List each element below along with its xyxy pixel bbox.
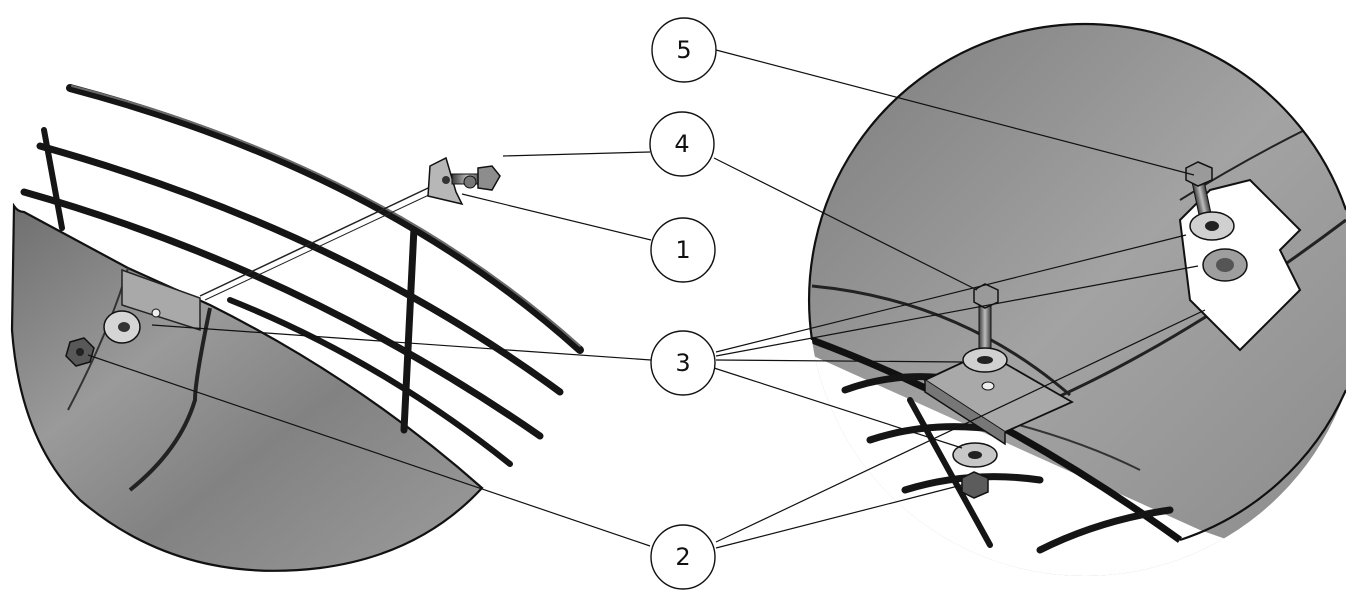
callout-1-label: 1 xyxy=(675,236,690,264)
callout-2: 2 xyxy=(650,524,716,590)
right-plate-bolt xyxy=(962,283,1008,373)
leader-lines xyxy=(87,49,1206,549)
callout-3: 3 xyxy=(650,330,716,396)
right-detail-view xyxy=(807,22,1346,576)
callout-2-label: 2 xyxy=(675,543,690,571)
right-under-hardware xyxy=(952,442,998,499)
left-rail-1 xyxy=(66,84,584,354)
callout-5-label: 5 xyxy=(676,36,691,64)
callout-4: 4 xyxy=(649,111,715,177)
angle-bracket xyxy=(427,156,501,206)
left-bracket-plate xyxy=(121,268,201,332)
right-top-bolt xyxy=(1185,161,1248,282)
callout-1: 1 xyxy=(650,217,716,283)
left-rail-2 xyxy=(36,142,564,396)
callout-3-label: 3 xyxy=(675,349,690,377)
callout-4-label: 4 xyxy=(674,130,689,158)
callout-5: 5 xyxy=(651,17,717,83)
left-detail-view xyxy=(10,84,584,572)
left-panel-seam xyxy=(128,307,212,492)
left-post-2 xyxy=(400,224,418,434)
left-rail-3 xyxy=(20,188,544,440)
left-rail-4 xyxy=(227,297,513,467)
